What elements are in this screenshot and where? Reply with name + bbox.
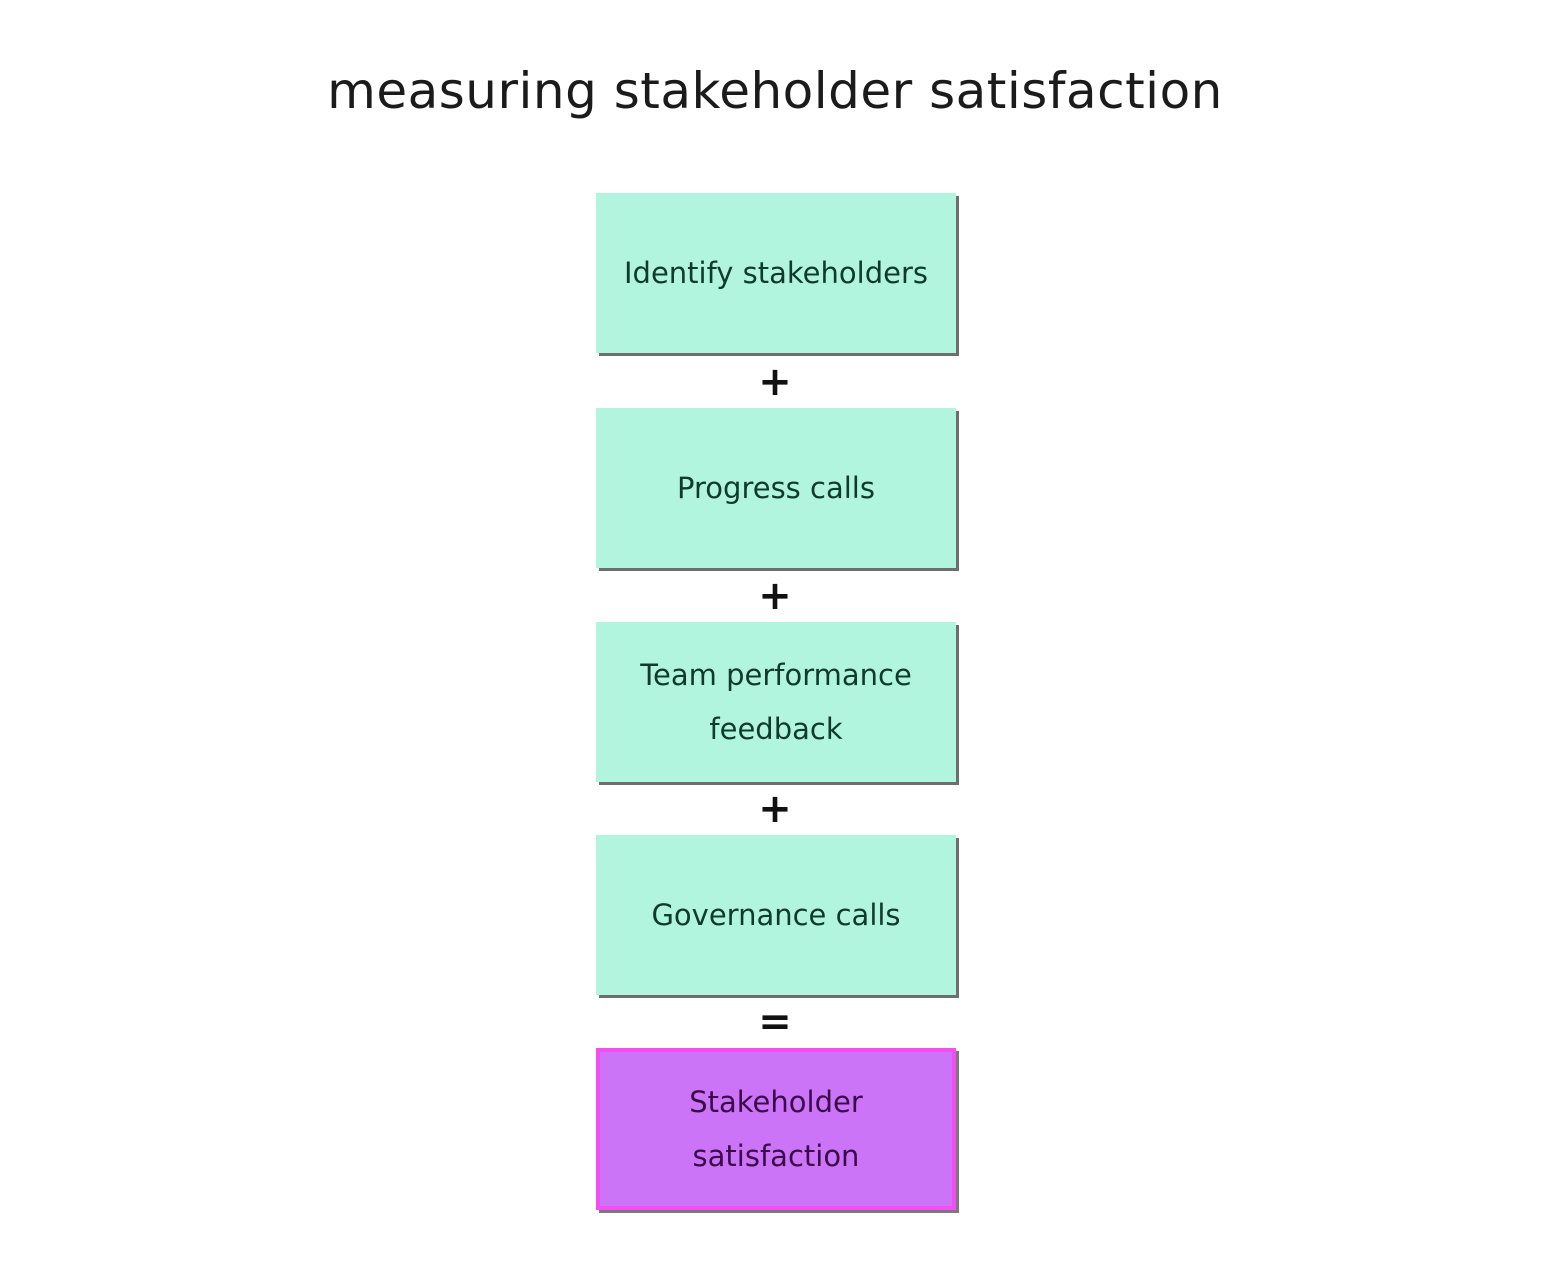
step-team-performance-feedback: Team performance feedback (596, 622, 956, 782)
step-label: Identify stakeholders (623, 256, 928, 290)
plus-operator-icon: + (758, 359, 792, 405)
result-stakeholder-satisfaction: Stakeholder satisfaction (596, 1048, 956, 1210)
step-label: Governance calls (651, 898, 901, 932)
diagram-title: measuring stakeholder satisfaction (327, 62, 1223, 120)
step-identify-stakeholders: Identify stakeholders (596, 193, 956, 353)
step-label: Progress calls (677, 471, 875, 505)
result-label: Stakeholder satisfaction (689, 1085, 863, 1173)
plus-operator-icon: + (758, 573, 792, 619)
step-label: Team performance feedback (640, 658, 912, 746)
step-progress-calls: Progress calls (596, 408, 956, 568)
plus-operator-icon: + (758, 786, 792, 832)
step-governance-calls: Governance calls (596, 835, 956, 995)
equals-operator-icon: = (758, 999, 792, 1045)
